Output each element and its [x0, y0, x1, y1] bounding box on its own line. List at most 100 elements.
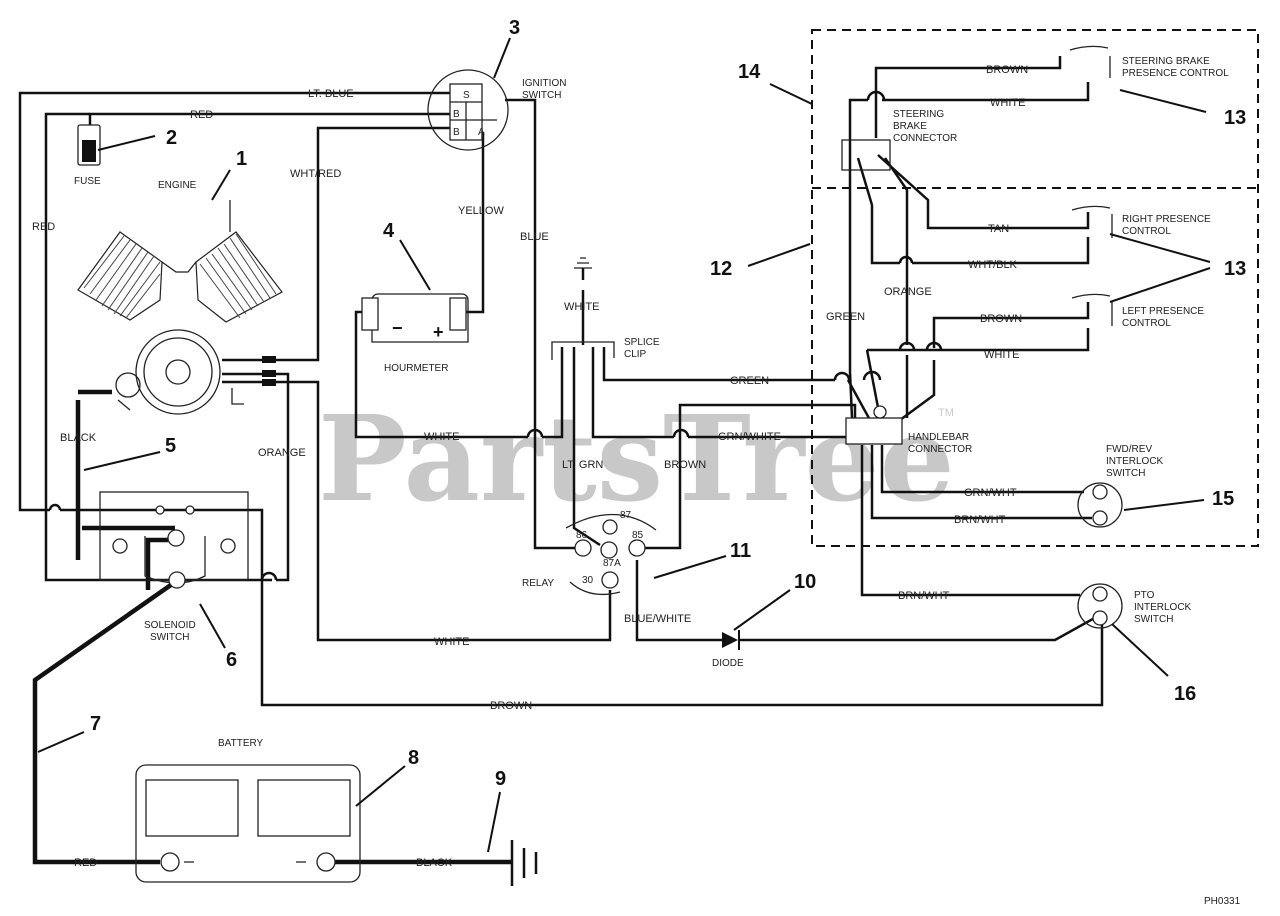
engine-hub	[165, 359, 191, 385]
splice-clip-label-2: CLIP	[624, 349, 647, 360]
right-presence-label-2: CONTROL	[1122, 226, 1171, 237]
pto-label-1: PTO	[1134, 590, 1155, 601]
wire-label-lt-grn: LT. GRN	[562, 459, 603, 471]
wire-label-wht-red: WHT/RED	[290, 168, 341, 180]
wire-label-black-battery: BLACK	[416, 857, 453, 869]
pto-interlock-switch: PTO INTERLOCK SWITCH	[1077, 583, 1192, 629]
brn-wht-fwd-wire	[870, 445, 1092, 520]
red-battery-cable	[32, 578, 180, 865]
splice-clip-label-1: SPLICE	[624, 337, 660, 348]
steering-connector-body	[841, 139, 891, 171]
fwd-rev-interlock-switch: FWD/REV INTERLOCK SWITCH	[1077, 444, 1164, 528]
wire-label-blue: BLUE	[520, 231, 549, 243]
handlebar-connector-label-2: CONNECTOR	[908, 444, 972, 455]
brown-bottom-wire	[260, 580, 1104, 707]
pto-label-2: INTERLOCK	[1134, 602, 1192, 613]
relay-label-30: 30	[582, 575, 594, 586]
left-presence-control: LEFT PRESENCE CONTROL	[1071, 293, 1204, 329]
red-top-wire	[88, 112, 452, 160]
watermark: PartsTree TM	[318, 389, 955, 528]
crossover-green-h	[833, 371, 851, 381]
wire-label-grn-white: GRN/WHITE	[718, 431, 781, 443]
wire-label-brown-mid: BROWN	[664, 459, 706, 471]
crossovers	[48, 90, 943, 581]
callout-leader-15	[1123, 499, 1205, 511]
callout-leader-11	[653, 555, 727, 579]
grn-wht-fwd-wire	[880, 445, 1084, 494]
fwd-rev-switch-body	[1077, 482, 1123, 528]
heavy-cables	[32, 389, 512, 865]
fuse: FUSE	[74, 124, 101, 187]
left-presence-icon	[1071, 293, 1113, 326]
fwd-rev-terminal-1	[1092, 484, 1108, 500]
solenoid-terminal-top	[167, 529, 185, 547]
solenoid-small-terminal-1	[155, 505, 165, 515]
callout-leader-5	[83, 451, 161, 471]
connector-white	[262, 379, 276, 386]
solenoid-strap	[145, 537, 168, 590]
grn-white-wire-a	[591, 347, 674, 439]
yellow-wire	[455, 132, 485, 314]
diode-pto-wire	[740, 613, 1101, 642]
handlebar-enclosure	[811, 29, 1259, 547]
callout-16: 16	[1174, 683, 1196, 705]
wht-blk-wire-b	[912, 237, 1090, 265]
wire-label-orange-left: ORANGE	[258, 447, 306, 459]
callout-10: 10	[794, 571, 816, 593]
callout-leader-9	[487, 791, 501, 853]
hourmeter-body	[371, 293, 469, 343]
relay-pin-85	[628, 539, 646, 557]
callout-leader-14	[769, 83, 813, 105]
callouts: 1 2 3 4 5 6 7 8 9 10 11 12 13 13 14 15 1…	[37, 17, 1246, 853]
white-top-wire	[882, 82, 1090, 102]
callout-6: 6	[226, 649, 237, 671]
wire-label-red-left: RED	[32, 221, 55, 233]
steering-brake-connector: STEERING BRAKE CONNECTOR	[841, 109, 957, 171]
callout-8: 8	[408, 747, 419, 769]
callout-13-presence: 13	[1224, 258, 1246, 280]
right-presence-icon	[1071, 205, 1113, 238]
engine-left-fins	[83, 235, 161, 319]
steering-presence-icon	[1069, 45, 1111, 78]
battery-positive-post	[160, 852, 180, 872]
diode-label: DIODE	[712, 658, 744, 669]
wire-label-brn-wht-fwd: BRN/WHT	[954, 514, 1006, 526]
crossover-green-h2	[862, 370, 882, 381]
handlebar-connector: HANDLEBAR CONNECTOR	[845, 405, 972, 455]
callout-1: 1	[236, 148, 247, 170]
fwd-rev-label-3: SWITCH	[1106, 468, 1145, 479]
blue-white-wire	[635, 560, 722, 642]
callout-14: 14	[738, 61, 761, 83]
wire-label-white-left-pc: WHITE	[984, 349, 1019, 361]
hourmeter-neg-terminal	[361, 297, 379, 331]
wire-label-green-vertical: GREEN	[826, 311, 865, 323]
relay-pin-87a	[600, 541, 618, 559]
callout-leader-10	[733, 589, 791, 631]
callout-leader-3	[493, 37, 511, 79]
steering-connector-label-3: CONNECTOR	[893, 133, 957, 144]
white-hourmeter-wire	[354, 310, 528, 439]
brn-wht-pto-wire	[860, 445, 1080, 597]
wire-labels: LT. BLUE RED RED WHT/RED YELLOW BLUE BLA…	[32, 64, 1028, 869]
callout-3: 3	[509, 17, 520, 39]
wire-label-orange-vertical: ORANGE	[884, 286, 932, 298]
watermark-tm: TM	[938, 407, 954, 419]
steering-brake-presence-control: STEERING BRAKE PRESENCE CONTROL	[1069, 45, 1229, 79]
battery-body	[135, 764, 361, 883]
splice-clip: SPLICE CLIP	[551, 257, 660, 360]
callout-5: 5	[165, 435, 176, 457]
hourmeter-pos-terminal	[449, 297, 467, 331]
green-drop-wire	[846, 379, 872, 421]
callout-leader-1	[211, 169, 231, 201]
green-horizontal-wire	[602, 347, 835, 382]
wht-blk-wire-a	[856, 157, 900, 265]
connector-wht-red	[262, 356, 276, 363]
solenoid-switch: SOLENOID SWITCH	[99, 491, 249, 643]
engine-right-fins	[199, 233, 277, 319]
connector-orange	[262, 370, 276, 377]
diode: DIODE	[712, 630, 744, 669]
battery-cell-right	[257, 779, 351, 837]
callout-leader-12	[747, 243, 811, 267]
crossover-red	[260, 571, 278, 581]
relay-outline-bottom	[569, 581, 621, 596]
